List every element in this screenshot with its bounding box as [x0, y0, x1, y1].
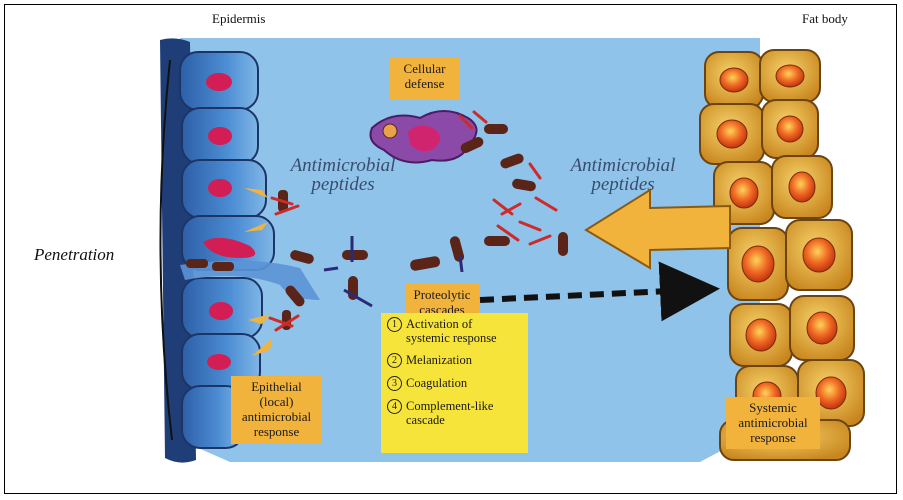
step-number-badge: 1	[387, 317, 402, 332]
antimicrobial-peptides-left-label: Antimicrobial peptides	[273, 156, 413, 194]
cellular-defense-label: Cellular defense	[390, 58, 459, 100]
engulfed-bacterium	[383, 124, 397, 138]
step-text: Coagulation	[406, 376, 467, 390]
penetration-label: Penetration	[34, 245, 114, 265]
step-number-badge: 4	[387, 399, 402, 414]
fat-body-label: Fat body	[802, 11, 848, 27]
cascade-step: 3 Coagulation	[387, 376, 524, 391]
systemic-response-label: Systemic antimicrobial response	[726, 397, 820, 449]
antimicrobial-peptides-right-label: Antimicrobial peptides	[553, 156, 693, 194]
cascade-steps-panel: 1 Activation of systemic response 2 Mela…	[381, 313, 528, 453]
step-text: Melanization	[406, 353, 472, 367]
cascade-step: 2 Melanization	[387, 353, 524, 368]
step-text: Activation of systemic response	[406, 317, 497, 345]
step-number-badge: 3	[387, 376, 402, 391]
epidermis-label: Epidermis	[212, 11, 265, 27]
cascade-step: 1 Activation of systemic response	[387, 317, 524, 345]
cascade-step: 4 Complement-like cascade	[387, 399, 524, 427]
step-text: Complement-like cascade	[406, 399, 493, 427]
epithelial-response-label: Epithelial (local) antimicrobial respons…	[231, 376, 322, 444]
step-number-badge: 2	[387, 353, 402, 368]
